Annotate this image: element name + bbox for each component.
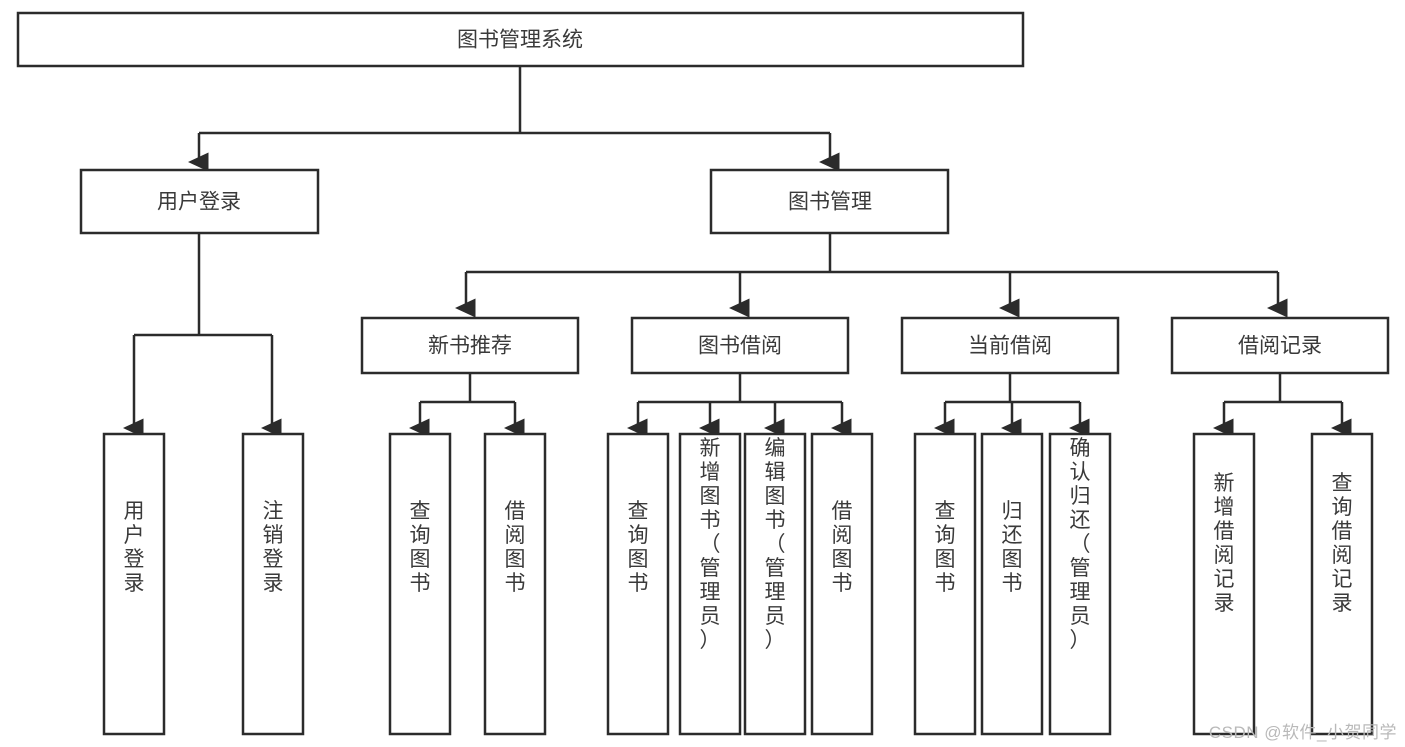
node-leaf-return-book[interactable]: 归还图书 — [980, 432, 1044, 736]
node-current-borrow-box[interactable] — [900, 316, 1120, 375]
node-leaf-query-book-1-label: 查询图书 — [410, 500, 431, 595]
node-root-box[interactable] — [16, 11, 1025, 68]
node-leaf-query-record-label: 查询借阅记录 — [1332, 472, 1353, 615]
node-leaf-query-book-3-label: 查询图书 — [935, 500, 956, 595]
connector-layer — [122, 66, 1352, 438]
node-leaf-user-login[interactable]: 用户登录 — [102, 432, 166, 736]
node-leaf-borrow-book-2-box[interactable] — [810, 432, 874, 736]
node-leaf-query-book-1[interactable]: 查询图书 — [388, 432, 452, 736]
node-root[interactable]: 图书管理系统 — [16, 11, 1025, 68]
node-book-manage-box[interactable] — [709, 168, 950, 235]
node-leaf-query-book-2-label: 查询图书 — [628, 500, 649, 595]
node-leaf-edit-book[interactable]: 编辑图书（管理员） — [743, 432, 807, 736]
node-book-borrow-label: 图书借阅 — [698, 335, 782, 358]
node-leaf-user-login-box[interactable] — [102, 432, 166, 736]
node-leaf-edit-book-label: 编辑图书（管理员） — [765, 437, 786, 652]
csdn-watermark: CSDN @软件_小贺同学 — [1208, 723, 1397, 742]
node-leaf-confirm-return[interactable]: 确认归还（管理员） — [1048, 432, 1112, 736]
node-borrow-record-box[interactable] — [1170, 316, 1390, 375]
node-leaf-query-book-1-box[interactable] — [388, 432, 452, 736]
node-user-login-label: 用户登录 — [157, 191, 241, 214]
node-new-book-recommend-box[interactable] — [360, 316, 580, 375]
node-leaf-return-book-label: 归还图书 — [1002, 500, 1023, 595]
node-new-book-recommend-label: 新书推荐 — [428, 335, 512, 358]
node-book-manage-label: 图书管理 — [788, 191, 872, 214]
node-leaf-user-login-label: 用户登录 — [124, 500, 145, 595]
node-leaf-borrow-book-1[interactable]: 借阅图书 — [483, 432, 547, 736]
node-leaf-confirm-return-label: 确认归还（管理员） — [1070, 437, 1091, 652]
node-book-borrow[interactable]: 图书借阅 — [630, 316, 850, 375]
node-leaf-add-record-label: 新增借阅记录 — [1214, 472, 1235, 615]
node-leaf-add-record-box[interactable] — [1192, 432, 1256, 736]
node-user-login-box[interactable] — [79, 168, 320, 235]
node-root-label: 图书管理系统 — [457, 29, 583, 52]
node-leaf-add-record[interactable]: 新增借阅记录 — [1192, 432, 1256, 736]
node-leaf-return-book-box[interactable] — [980, 432, 1044, 736]
node-leaf-query-book-2-box[interactable] — [606, 432, 670, 736]
node-book-borrow-box[interactable] — [630, 316, 850, 375]
node-leaf-borrow-book-2[interactable]: 借阅图书 — [810, 432, 874, 736]
node-leaf-borrow-book-1-label: 借阅图书 — [505, 500, 526, 595]
node-leaf-borrow-book-1-box[interactable] — [483, 432, 547, 736]
node-leaf-query-book-3-box[interactable] — [913, 432, 977, 736]
node-leaf-add-book[interactable]: 新增图书（管理员） — [678, 432, 742, 736]
node-current-borrow[interactable]: 当前借阅 — [900, 316, 1120, 375]
node-borrow-record[interactable]: 借阅记录 — [1170, 316, 1390, 375]
node-leaf-user-logout-label: 注销登录 — [263, 500, 284, 595]
node-leaf-query-book-2[interactable]: 查询图书 — [606, 432, 670, 736]
node-current-borrow-label: 当前借阅 — [968, 335, 1052, 358]
node-leaf-borrow-book-2-label: 借阅图书 — [832, 500, 853, 595]
node-leaf-add-book-label: 新增图书（管理员） — [700, 437, 721, 652]
node-new-book-recommend[interactable]: 新书推荐 — [360, 316, 580, 375]
node-leaf-add-book-box[interactable] — [678, 432, 742, 736]
node-leaf-confirm-return-box[interactable] — [1048, 432, 1112, 736]
node-leaf-query-book-3[interactable]: 查询图书 — [913, 432, 977, 736]
node-book-manage[interactable]: 图书管理 — [709, 168, 950, 235]
node-user-login[interactable]: 用户登录 — [79, 168, 320, 235]
node-leaf-edit-book-box[interactable] — [743, 432, 807, 736]
node-borrow-record-label: 借阅记录 — [1238, 335, 1322, 358]
node-leaf-query-record[interactable]: 查询借阅记录 — [1310, 432, 1374, 736]
node-leaf-user-logout-box[interactable] — [241, 432, 305, 736]
node-leaf-user-logout[interactable]: 注销登录 — [241, 432, 305, 736]
node-leaf-query-record-box[interactable] — [1310, 432, 1374, 736]
